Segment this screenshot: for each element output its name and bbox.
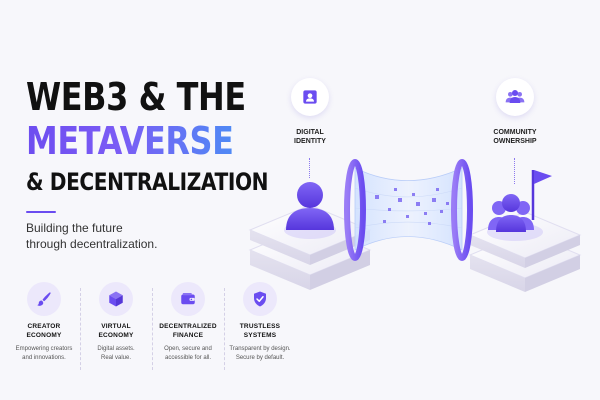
digital-identity-figure [286,182,334,230]
feature-description: Empowering creators and innovations. [15,346,73,361]
cube-icon [99,282,133,316]
accent-underline [26,211,56,213]
brush-icon [27,282,61,316]
headline-line-2: METAVERSE [26,122,234,160]
group-icon [505,90,525,103]
feature-creator-economy: CREATOR ECONOMY Empowering creators and … [8,282,80,372]
illustration: DIGITAL IDENTITY COMMUNITY OWNERSHIP [240,60,600,380]
right-connector [514,158,515,184]
feature-list: CREATOR ECONOMY Empowering creators and … [8,282,308,372]
tagline: Building the future through decentraliza… [26,221,158,251]
left-platform [248,204,372,290]
community-ownership-node [496,78,534,116]
headline-line-3: & DECENTRALIZATION [26,168,269,196]
feature-virtual-economy: VIRTUAL ECONOMY Digital assets. Real val… [80,282,152,372]
feature-title: VIRTUAL ECONOMY [98,323,134,339]
community-ownership-figure [488,170,552,232]
left-connector [309,158,310,178]
feature-title: CREATOR ECONOMY [26,323,62,339]
feature-description: Digital assets. Real value. [97,346,135,361]
shield-check-icon [243,282,277,316]
community-ownership-label: COMMUNITY OWNERSHIP [493,129,537,145]
digital-identity-node [291,78,329,116]
wallet-icon [171,282,205,316]
person-icon [303,90,317,104]
illustration-artwork [248,159,582,292]
portal-tunnel [344,159,473,261]
digital-identity-label: DIGITAL IDENTITY [294,129,326,145]
right-platform [468,211,582,292]
feature-description: Open, secure and accessible for all. [164,346,212,361]
headline: WEB3 & THE METAVERSE & DECENTRALIZATION [26,75,269,196]
feature-trustless-systems: TRUSTLESS SYSTEMS Transparent by design.… [224,282,296,372]
headline-line-1: WEB3 & THE [26,75,246,119]
feature-title: DECENTRALIZED FINANCE [159,323,217,339]
feature-title: TRUSTLESS SYSTEMS [239,323,281,339]
feature-decentralized-finance: DECENTRALIZED FINANCE Open, secure and a… [152,282,224,372]
headline-gradient-text: METAVERSE [26,119,234,163]
feature-description: Transparent by design. Secure by default… [229,346,291,361]
